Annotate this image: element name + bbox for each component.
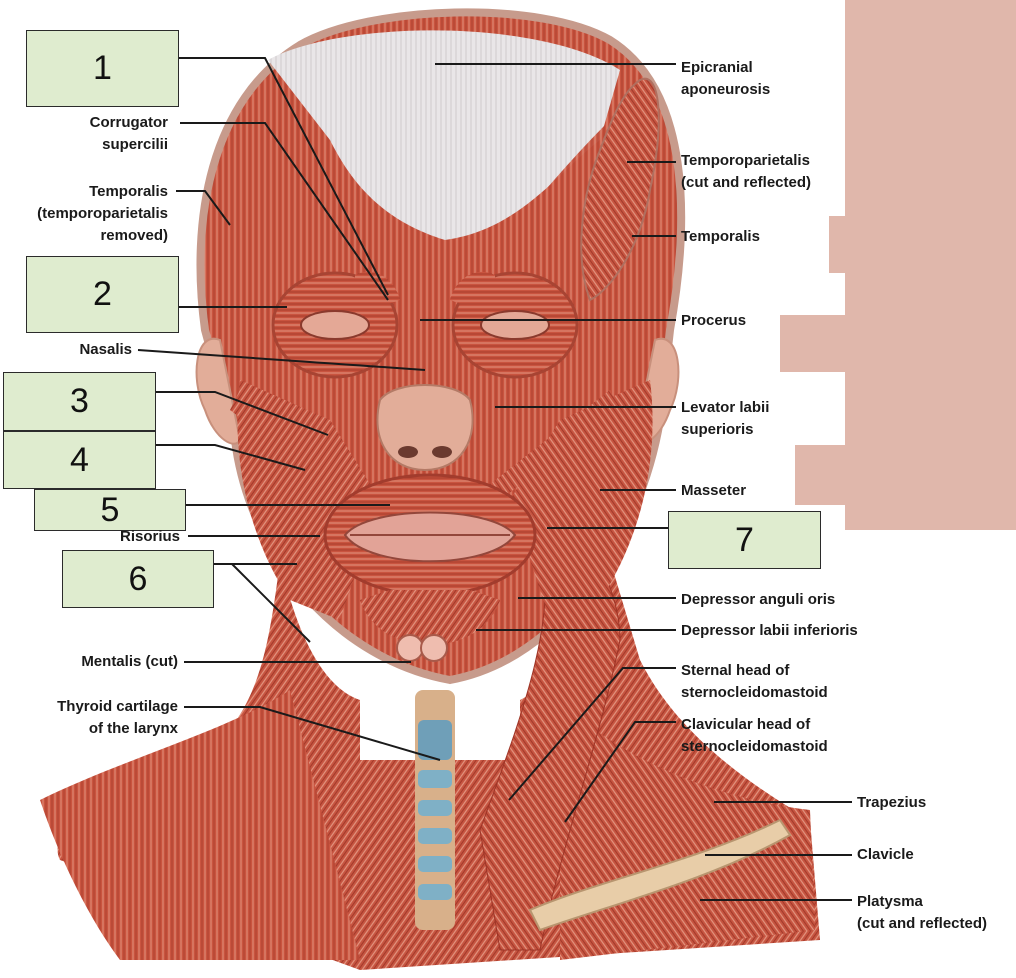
tracheal-ring-1 xyxy=(418,770,452,788)
leader-thyroid xyxy=(184,706,441,761)
label-box-7[interactable]: 7 xyxy=(668,511,821,569)
left-ear xyxy=(195,337,242,445)
sternocleidomastoid-shape xyxy=(479,529,621,951)
label-box-3[interactable]: 3 xyxy=(3,372,156,431)
cover-panel-3 xyxy=(845,273,1016,315)
label-depressor-labii-inferioris: Depressor labii inferioris xyxy=(681,622,858,639)
label-temporoparietalis: Temporoparietalis(cut and reflected) xyxy=(681,152,812,191)
mentalis-left-shape xyxy=(396,634,424,662)
label-procerus: Procerus xyxy=(681,312,747,329)
chin-shape xyxy=(360,590,500,645)
right-nostril xyxy=(432,446,452,458)
mentalis-right-shape xyxy=(420,634,448,662)
leader-corrugator xyxy=(180,122,389,301)
label-box-1[interactable]: 1 xyxy=(26,30,179,107)
cover-panel-4 xyxy=(780,315,1016,372)
epicranial-aponeurosis-shape xyxy=(268,30,620,240)
label-box-6[interactable]: 6 xyxy=(62,550,214,608)
leader-box4 xyxy=(156,444,306,471)
tracheal-ring-4 xyxy=(418,856,452,872)
left-brow-shape xyxy=(355,271,400,305)
cover-panel-2 xyxy=(829,216,1016,273)
leader-clavicular-head xyxy=(564,721,676,823)
label-mentalis: Mentalis (cut) xyxy=(81,653,178,670)
cover-panel-5 xyxy=(845,372,1016,445)
thyroid-cartilage-shape xyxy=(418,720,452,760)
left-nostril xyxy=(398,446,418,458)
right-brow-shape xyxy=(450,271,495,305)
temporoparietalis-flap xyxy=(580,77,660,302)
clavicle-shape xyxy=(528,818,792,932)
leader-nasalis xyxy=(137,349,426,371)
leader-lines xyxy=(137,57,852,901)
label-masseter: Masseter xyxy=(681,482,747,499)
left-eyelid xyxy=(300,310,370,340)
label-risorius: Risorius xyxy=(119,528,180,545)
tracheal-ring-5 xyxy=(418,884,452,900)
label-nasalis: Nasalis xyxy=(79,341,132,358)
label-platysma: Platysma(cut and reflected) xyxy=(857,893,988,932)
left-platysma-shape xyxy=(40,690,360,960)
right-eyelid xyxy=(480,310,550,340)
label-temporalis-right: Temporalis xyxy=(681,228,760,245)
nose-shape xyxy=(376,384,474,472)
leader-box6b xyxy=(231,563,311,643)
cover-panel-6 xyxy=(795,445,1016,505)
right-face-shape xyxy=(510,380,653,620)
left-zygomaticus-shape xyxy=(230,390,380,515)
label-box-5[interactable]: 5 xyxy=(34,489,186,531)
tracheal-ring-2 xyxy=(418,800,452,816)
label-trapezius: Trapezius xyxy=(857,794,927,811)
label-depressor-anguli-oris: Depressor anguli oris xyxy=(681,591,836,608)
right-zygomaticus-shape xyxy=(470,390,620,515)
label-box-4[interactable]: 4 xyxy=(3,431,156,489)
leader-box1 xyxy=(179,57,389,296)
leader-temporalis-left xyxy=(176,190,231,226)
leader-sternal-head xyxy=(508,667,676,801)
label-clavicle: Clavicle xyxy=(857,846,914,863)
frontalis-shape xyxy=(290,110,610,290)
label-box-2[interactable]: 2 xyxy=(26,256,179,333)
lips-shape xyxy=(343,511,517,563)
tracheal-ring-3 xyxy=(418,828,452,844)
cover-panel-top xyxy=(845,0,1016,216)
cover-panel-7 xyxy=(845,505,1016,530)
leader-box3 xyxy=(156,391,329,436)
